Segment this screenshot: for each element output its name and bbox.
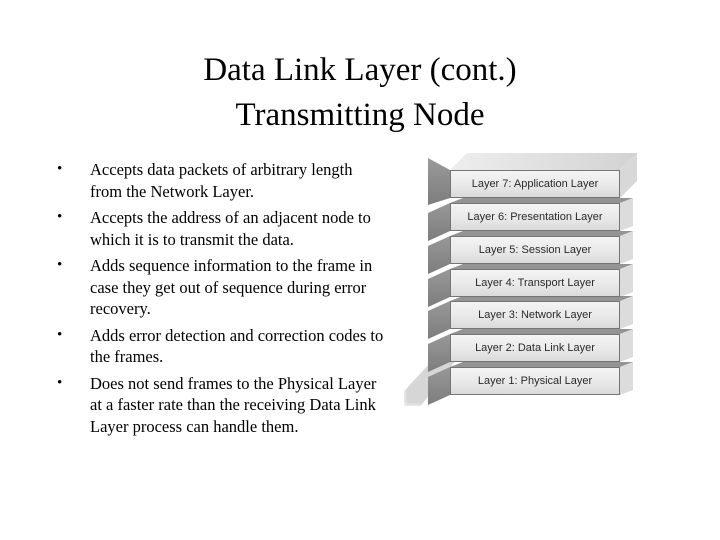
- layer3-top-face: [450, 296, 633, 301]
- layer5-right-face: [620, 231, 633, 264]
- bullet-marker: •: [57, 161, 63, 177]
- layer3-label: Layer 3: Network Layer: [478, 309, 592, 321]
- layer2-left-face: [428, 334, 450, 372]
- layer7-top-face: [450, 153, 637, 170]
- layer5-slab: Layer 5: Session Layer: [450, 236, 620, 264]
- bullet-text: Accepts the address of an adjacent node …: [90, 208, 371, 249]
- layer1-top-face: [450, 362, 633, 367]
- layer7-label: Layer 7: Application Layer: [471, 178, 599, 190]
- slide-title-line1: Data Link Layer (cont.): [203, 52, 517, 88]
- layer1-right-face: [620, 362, 633, 395]
- layer2-slab: Layer 2: Data Link Layer: [450, 334, 620, 362]
- layer2-top-face: [450, 329, 633, 334]
- layer5-top-face: [450, 231, 633, 236]
- bullet-marker: •: [57, 374, 63, 391]
- layer1-label: Layer 1: Physical Layer: [477, 375, 593, 387]
- layer7-slab: Layer 7: Application Layer: [450, 170, 620, 198]
- bullet-item: • Does not send frames to the Physical L…: [57, 373, 437, 438]
- layer4-slab: Layer 4: Transport Layer: [450, 269, 620, 297]
- bullet-item: • Accepts data packets of arbitrary leng…: [57, 159, 437, 202]
- layer6-label: Layer 6: Presentation Layer: [467, 211, 603, 223]
- layer4-top-face: [450, 264, 633, 269]
- layer6-slab: Layer 6: Presentation Layer: [450, 203, 620, 231]
- layer3-right-face: [620, 296, 633, 329]
- bullet-text: Accepts data packets of arbitrary length…: [90, 160, 353, 201]
- bullet-text: Adds error detection and correction code…: [90, 325, 384, 367]
- bullet-marker: •: [57, 326, 63, 343]
- layer3-left-face: [428, 301, 450, 339]
- layer5-left-face: [428, 236, 450, 274]
- layer3-slab: Layer 3: Network Layer: [450, 301, 620, 329]
- layer6-right-face: [620, 198, 633, 231]
- layer2-right-face: [620, 329, 633, 362]
- layer7-left-face: [428, 158, 450, 205]
- layer4-left-face: [428, 269, 450, 307]
- bullet-marker: •: [57, 257, 63, 273]
- bullet-marker: •: [57, 209, 63, 225]
- slide-title: Data Link Layer (cont.) Transmitting Nod…: [0, 48, 720, 138]
- layer1-slab: Layer 1: Physical Layer: [450, 367, 620, 395]
- layer6-left-face: [428, 203, 450, 241]
- bullet-list: • Accepts data packets of arbitrary leng…: [57, 159, 437, 442]
- layer6-top-face: [450, 198, 633, 203]
- bullet-text: Does not send frames to the Physical Lay…: [90, 373, 377, 436]
- layer1-left-face: [428, 367, 450, 405]
- bullet-item: • Accepts the address of an adjacent nod…: [57, 207, 437, 250]
- layer5-label: Layer 5: Session Layer: [478, 244, 592, 256]
- layer4-right-face: [620, 264, 633, 297]
- bullet-item: • Adds error detection and correction co…: [57, 325, 437, 368]
- bullet-item: • Adds sequence information to the frame…: [57, 255, 437, 320]
- slide-title-line2: Transmitting Node: [235, 97, 485, 133]
- bullet-text: Adds sequence information to the frame i…: [90, 256, 373, 318]
- layer4-label: Layer 4: Transport Layer: [475, 277, 595, 289]
- layer2-label: Layer 2: Data Link Layer: [475, 342, 595, 354]
